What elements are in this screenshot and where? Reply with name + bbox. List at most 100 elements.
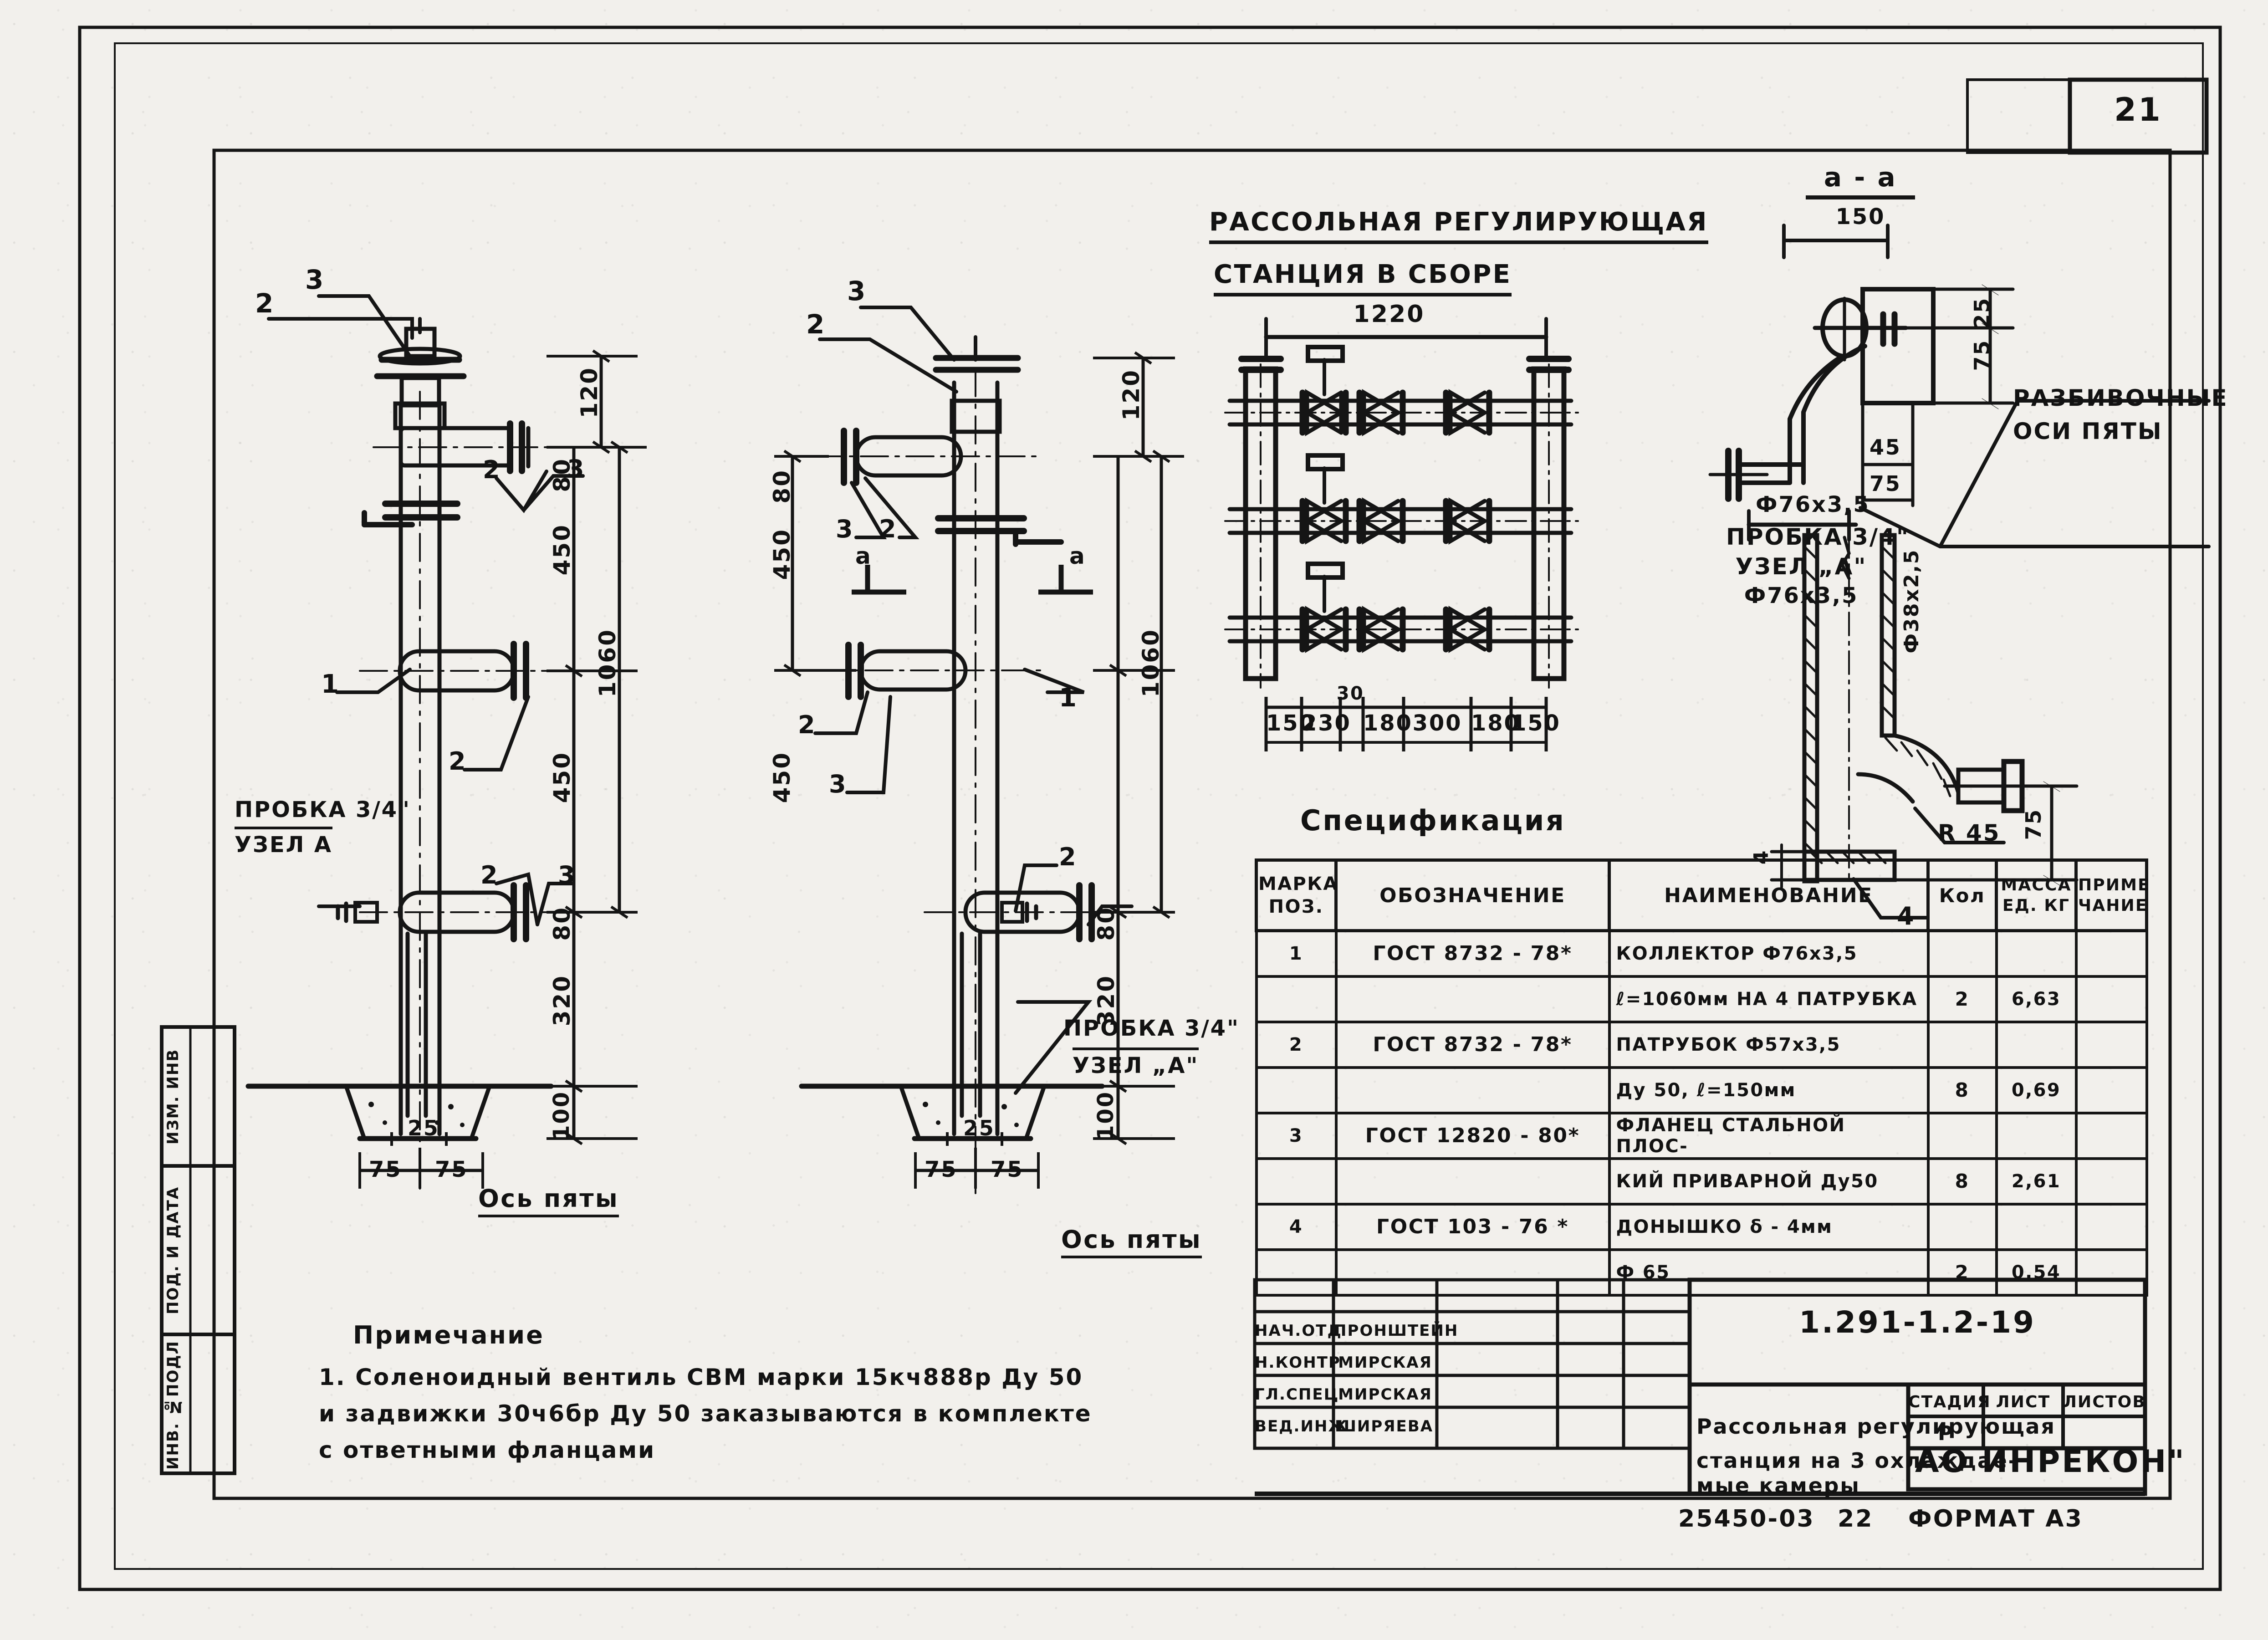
specification-cell-qty: 2 [1926, 975, 1998, 1023]
specification-cell-qty [1926, 929, 1998, 978]
specification-cell-qty [1926, 1020, 1998, 1069]
spec-header-name: НАИМЕНОВАНИЕ [1608, 858, 1930, 932]
specification-cell-mass [1995, 1020, 2078, 1069]
specification-cell-mass [1995, 1111, 2078, 1160]
role-name-3: ШИРЯЕВА [1337, 1417, 1434, 1436]
right-callout-3-mid: 3 [829, 770, 848, 798]
spec-header-qty: Кол [1926, 858, 1998, 932]
specification-cell-desig: ГОСТ 103 - 76 * [1334, 1202, 1611, 1251]
specification-cell-mass: 0,69 [1995, 1066, 2078, 1114]
specification-cell-mark: 4 [1255, 1202, 1338, 1251]
specification-cell-qty: 8 [1926, 1066, 1998, 1114]
spec-header-mark-l2: ПОЗ. [1268, 896, 1324, 917]
right-callout-2-upper: 2 [879, 515, 898, 543]
sheet-code: 22 [1838, 1505, 1874, 1533]
left-callout-2-top: 2 [255, 288, 275, 319]
right-dim-75b: 75 [991, 1157, 1024, 1182]
specification-cell-name: ПАТРУБОК Ф57х3,5 [1608, 1020, 1930, 1069]
specification-cell-note [2074, 975, 2148, 1023]
specification-cell-mass [1995, 1202, 2078, 1251]
specification-cell-mass: 0,54 [1995, 1248, 2078, 1297]
specification-cell-mark: 2 [1255, 1020, 1338, 1069]
role-name-2: МИРСКАЯ [1338, 1385, 1432, 1404]
left-callout-3-upper: 3 [567, 455, 586, 483]
specification-cell-name: КОЛЛЕКТОР Ф76х3,5 [1608, 929, 1930, 978]
format-note: ФОРМАТ А3 [1908, 1505, 2083, 1533]
specification-cell-name: ℓ=1060мм НА 4 ПАТРУБКА [1608, 975, 1930, 1023]
right-plug-label-line2: УЗЕЛ „А" [1073, 1047, 1199, 1078]
right-callout-2-top: 2 [806, 309, 826, 340]
spec-header-designation-label: ОБОЗНАЧЕНИЕ [1379, 884, 1566, 907]
specification-cell-note [2074, 929, 2148, 978]
page-number: 21 [2114, 91, 2162, 128]
left-dim-75b: 75 [435, 1157, 468, 1182]
notes-heading: Примечание [353, 1321, 545, 1349]
sheets-header: ЛИСТОВ [2063, 1393, 2146, 1411]
spec-header-mass-l1: МАССА [2001, 876, 2072, 894]
specification-cell-name: КИЙ ПРИВАРНОЙ Ду50 [1608, 1157, 1930, 1206]
specification-title: Спецификация [1300, 804, 1566, 837]
detail-a-dim-r45: R 45 [1938, 820, 2001, 846]
spec-header-mass-l2: ЕД. КГ [2002, 896, 2070, 915]
right-dim-25: 25 [963, 1116, 995, 1140]
specification-cell-desig [1334, 975, 1611, 1023]
right-callout-3-top: 3 [847, 276, 867, 307]
stage-value: Р [1938, 1422, 1954, 1445]
specification-cell-qty: 8 [1926, 1157, 1998, 1206]
right-callout-2-lower: 2 [1059, 843, 1078, 871]
stage-header: СТАДИЯ [1908, 1393, 1991, 1411]
left-callout-3-top: 3 [305, 264, 325, 295]
specification-cell-mark [1255, 975, 1338, 1023]
assembly-title-line1: РАССОЛЬНАЯ РЕГУЛИРУЮЩАЯ [1209, 207, 1708, 244]
specification-cell-mass: 6,63 [1995, 975, 2078, 1023]
sheet-header: ЛИСТ [1996, 1393, 2051, 1411]
role-name-1: МИРСКАЯ [1338, 1354, 1432, 1372]
right-callout-2-mid: 2 [798, 710, 817, 739]
specification-cell-desig [1334, 1248, 1611, 1297]
specification-cell-note [2074, 1157, 2148, 1206]
axis-label-line1: РАЗБИВОЧНЫЕ [2013, 385, 2228, 411]
left-callout-3-lower: 3 [558, 861, 577, 889]
section-mark-a-right: а [1069, 543, 1086, 569]
specification-cell-name: Ду 50, ℓ=150мм [1608, 1066, 1930, 1114]
right-dim-75a: 75 [925, 1157, 958, 1182]
role-label-1: Н.КОНТР [1255, 1354, 1341, 1372]
specification-header-row: МАРКА ПОЗ. ОБОЗНАЧЕНИЕ НАИМЕНОВАНИЕ Кол [1255, 858, 2149, 932]
section-aa-dim-45: 45 [1870, 435, 1901, 460]
specification-cell-desig: ГОСТ 8732 - 78* [1334, 1020, 1611, 1069]
section-mark-a-left: а [855, 543, 872, 569]
left-base-axis-label: Ось пяты [478, 1184, 619, 1217]
specification-cell-name: ДОНЫШКО δ - 4мм [1608, 1202, 1930, 1251]
specification-cell-desig: ГОСТ 12820 - 80* [1334, 1111, 1611, 1160]
object-name-line1: Рассольная регулирующая [1696, 1414, 2056, 1439]
specification-cell-mark [1255, 1248, 1338, 1297]
specification-cell-desig [1334, 1157, 1611, 1206]
spec-header-qty-label: Кол [1939, 884, 1986, 907]
drawing-code: 25450-03 [1678, 1505, 1815, 1533]
role-label-2: ГЛ.СПЕЦ [1255, 1385, 1339, 1404]
specification-cell-qty [1926, 1202, 1998, 1251]
spec-header-mark-l1: МАРКА [1258, 874, 1338, 894]
role-label-0: НАЧ.ОТД [1255, 1322, 1342, 1340]
assembly-overall-dim: 1220 [1353, 301, 1425, 328]
axis-label-line2: ОСИ ПЯТЫ [2013, 418, 2163, 444]
section-aa-label-line3: Ф76х3,5 [1744, 583, 1859, 608]
spec-header-note-l2: ЧАНИЕ [2078, 896, 2148, 915]
assembly-dim-300: 300 [1412, 710, 1462, 736]
left-callout-2-lower: 2 [480, 861, 499, 889]
assembly-title-line2: СТАНЦИЯ В СБОРЕ [1214, 260, 1512, 296]
specification-cell-note [2074, 1202, 2148, 1251]
